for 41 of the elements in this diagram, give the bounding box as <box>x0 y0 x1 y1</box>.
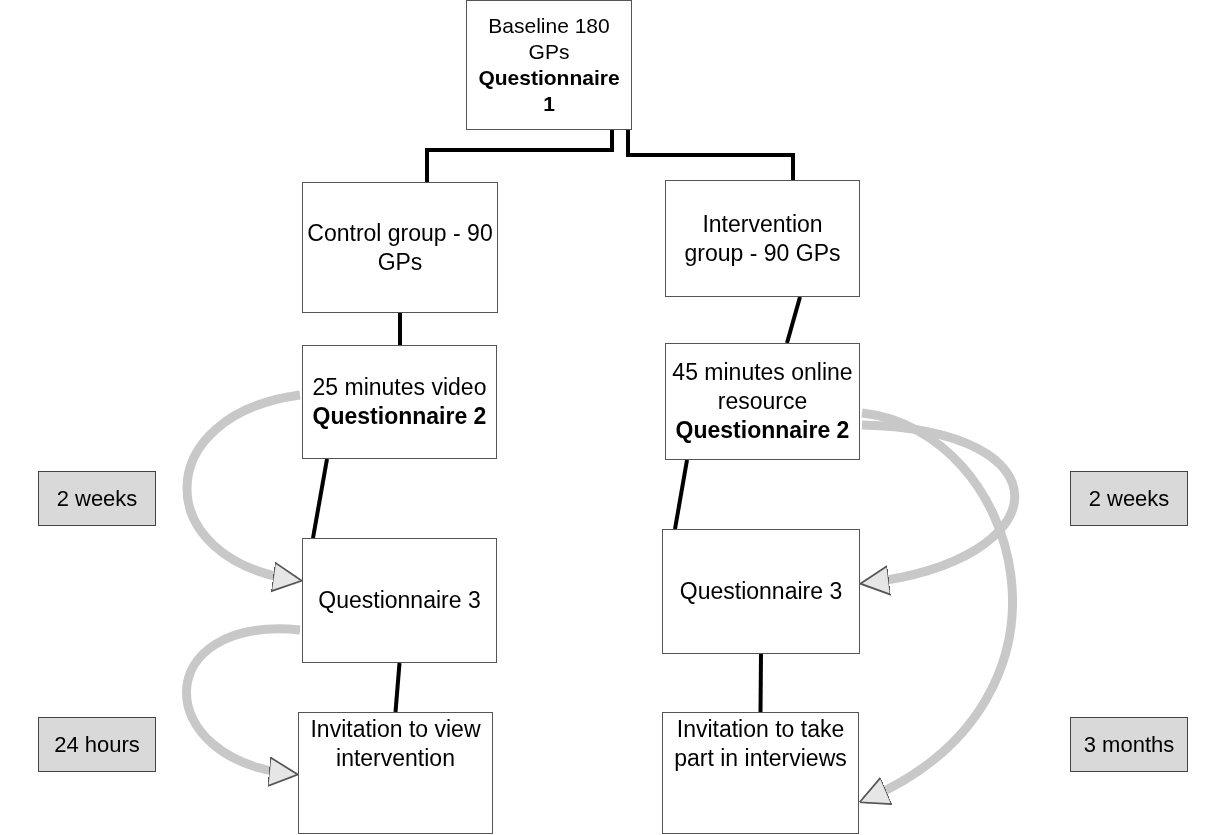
curved-arrow <box>182 390 303 590</box>
box-text: Intervention group - 90 GPs <box>683 209 842 268</box>
box-text: 2 weeks <box>1088 484 1170 513</box>
box-text: 45 minutes online resource <box>671 358 854 416</box>
box-text: 3 months <box>1083 730 1175 759</box>
process-box <box>466 0 632 130</box>
duration-box <box>38 471 156 526</box>
process-box <box>665 180 860 297</box>
process-box <box>662 529 860 654</box>
box-text: Control group - 90 GPs <box>307 218 493 277</box>
curved-arrow <box>859 420 1019 595</box>
process-box <box>665 343 860 460</box>
box-text: Baseline 180 GPs <box>487 12 611 65</box>
box-text: 24 hours <box>54 730 140 759</box>
process-box <box>662 712 859 834</box>
box-heading: Questionnaire 2 <box>675 415 850 445</box>
box-text: Invitation to view intervention <box>309 715 482 773</box>
duration-box <box>38 717 156 772</box>
duration-box <box>1070 471 1188 526</box>
connector-line <box>311 458 329 539</box>
process-box <box>302 538 497 663</box>
connector-line <box>785 296 802 344</box>
box-text: 2 weeks <box>56 484 138 513</box>
process-box <box>298 712 493 834</box>
duration-box <box>1070 717 1188 772</box>
connector-line <box>626 130 795 180</box>
box-text: Invitation to take part in interviews <box>673 715 848 773</box>
process-box <box>302 182 498 313</box>
connector-line <box>393 662 402 713</box>
connector-line <box>425 130 614 182</box>
process-box <box>302 345 497 459</box>
box-heading: Questionnaire 2 <box>312 402 487 431</box>
box-heading: Questionnaire 1 <box>477 65 621 118</box>
box-text: Questionnaire 3 <box>318 586 481 615</box>
box-text: Questionnaire 3 <box>679 577 843 606</box>
connector-line <box>398 313 402 345</box>
connector-line <box>673 459 689 530</box>
curved-arrow <box>859 408 1017 804</box>
connector-line <box>758 654 763 713</box>
box-text: 25 minutes video <box>312 373 487 402</box>
curved-arrow <box>182 624 301 785</box>
